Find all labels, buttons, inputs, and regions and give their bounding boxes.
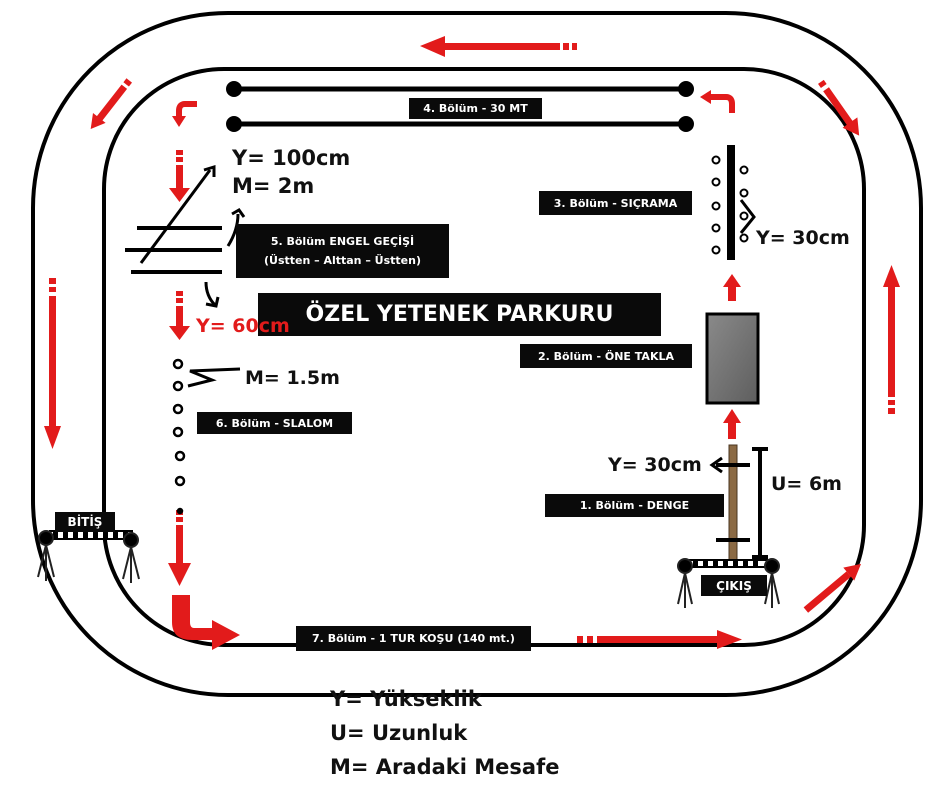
section-5-label: 5. Bölüm ENGEL GEÇİŞİ (Üstten – Alttan –… [236, 224, 449, 278]
section-5-subtitle: (Üstten – Alttan – Üstten) [263, 254, 421, 267]
section-3-label: 3. Bölüm - SIÇRAMA [539, 191, 692, 215]
start-label: ÇIKIŞ [701, 575, 767, 596]
start-line [689, 559, 769, 568]
section-5-title: 5. Bölüm ENGEL GEÇİŞİ [270, 235, 415, 248]
finish-line [49, 530, 133, 540]
flow-arrow-down-1 [169, 150, 190, 202]
section-2-label: 2. Bölüm - ÖNE TAKLA [520, 344, 692, 368]
jump-station [711, 145, 756, 260]
flow-arrow-bottom-turn [172, 595, 240, 650]
tumble-mat [705, 312, 760, 405]
slalom-bracket [187, 367, 241, 388]
section-4-label: 4. Bölüm - 30 MT [409, 98, 542, 119]
flow-arrow-turn-top-left-head [172, 116, 186, 127]
legend-height: Y= Yükseklik [330, 687, 482, 711]
legend-distance: M= Aradaki Mesafe [330, 755, 560, 779]
section-7-label: 7. Bölüm - 1 TUR KOŞU (140 mt.) [296, 626, 531, 651]
balance-beam [709, 444, 768, 561]
slalom-cones [172, 358, 186, 515]
beam-height-30cm-label: Y= 30cm [608, 454, 702, 476]
distance-2m-label: M= 2m [232, 174, 315, 198]
track-arrow-bottom-right [803, 563, 862, 613]
track-outer [31, 11, 923, 697]
track-arrow-left [44, 278, 61, 449]
track-arrow-top [420, 36, 577, 57]
flow-arrow-turn-top-right-head [700, 90, 711, 104]
track-arrow-bottom [577, 630, 742, 649]
section-1-label: 1. Bölüm - DENGE [545, 494, 724, 517]
flow-arrow-down-3 [168, 510, 191, 586]
flow-arrow-up-2 [723, 409, 741, 439]
beam-length-6m-label: U= 6m [771, 473, 842, 495]
legend-length: U= Uzunluk [330, 721, 468, 745]
track-arrow-right [883, 265, 900, 414]
distance-1-5m-label: M= 1.5m [245, 367, 340, 389]
finish-tripod-left [37, 530, 55, 581]
height-60cm-label: Y= 60cm [196, 315, 290, 337]
section-6-label: 6. Bölüm - SLALOM [197, 412, 352, 434]
title-banner: ÖZEL YETENEK PARKURU [258, 293, 661, 336]
height-100cm-label: Y= 100cm [232, 146, 351, 170]
jump-height-30cm-label: Y= 30cm [756, 227, 850, 249]
track-arrow-top-right [818, 79, 860, 136]
finish-label: BİTİŞ [55, 512, 115, 532]
finish-tripod-right [122, 532, 140, 583]
flow-arrow-turn-top-left [176, 101, 197, 118]
track-arrow-top-left [90, 78, 133, 130]
start-tripod-right [764, 558, 780, 608]
flow-arrow-turn-top-right [711, 94, 735, 113]
sprint-lines [226, 81, 694, 132]
hurdles [125, 164, 246, 308]
flow-arrow-up-1 [723, 274, 741, 301]
flow-arrow-down-2 [169, 291, 190, 340]
start-tripod-left [677, 558, 693, 608]
